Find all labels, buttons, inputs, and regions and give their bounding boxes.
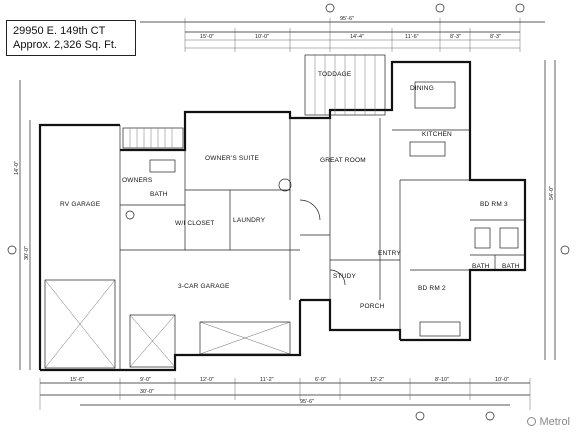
svg-text:95'-6": 95'-6" (300, 399, 314, 405)
svg-text:8'-3": 8'-3" (450, 34, 461, 40)
room-label-dining: DINING (410, 85, 434, 92)
watermark-text: Metrol (539, 416, 570, 428)
address-info-box: 29950 E. 149th CT Approx. 2,326 Sq. Ft. (6, 20, 136, 56)
square-footage-text: Approx. 2,326 Sq. Ft. (13, 39, 117, 51)
room-label-walk-in-closet: W/I CLOSET (175, 220, 215, 227)
room-label-bath: BATH (472, 263, 490, 270)
room-label-owners-suite: OWNER'S SUITE (205, 155, 260, 162)
room-label-entry: ENTRY (378, 250, 401, 257)
svg-text:54'-0": 54'-0" (549, 186, 555, 200)
svg-text:11'-6": 11'-6" (405, 34, 419, 40)
svg-text:6'-0": 6'-0" (315, 377, 326, 383)
garage-doors (44, 279, 291, 369)
svg-text:12'-0": 12'-0" (200, 377, 214, 383)
fixtures (125, 81, 519, 337)
svg-text:30'-0": 30'-0" (140, 389, 154, 395)
deck-boards (304, 54, 386, 116)
room-label-rv-garage: RV GARAGE (60, 201, 101, 208)
top-dimension-lines: 95'-6" 15'-0" 10'-0" 14'-4" 11'-6" 8'-3"… (140, 16, 545, 52)
svg-text:12'-2": 12'-2" (370, 377, 384, 383)
svg-text:8'-10": 8'-10" (435, 377, 449, 383)
room-label-owners-bath-2: BATH (150, 191, 168, 198)
room-label-bath-2: BATH (502, 263, 520, 270)
svg-text:95'-6": 95'-6" (340, 16, 354, 22)
bottom-dimension-lines: 15'-6" 9'-0" 12'-0" 11'-2" 6'-0" 12'-2" … (39, 377, 531, 410)
svg-text:15'-6": 15'-6" (70, 377, 84, 383)
svg-text:10'-0": 10'-0" (495, 377, 509, 383)
stairs (122, 127, 184, 149)
svg-text:11'-2": 11'-2" (260, 377, 274, 383)
svg-text:15'-0": 15'-0" (200, 34, 214, 40)
room-label-owners-bath-1: OWNERS (122, 177, 153, 184)
svg-text:9'-0": 9'-0" (140, 377, 151, 383)
copyright-icon (527, 417, 537, 426)
room-label-great-room: GREAT ROOM (320, 157, 366, 164)
room-label-kitchen: KITCHEN (422, 131, 452, 138)
room-label-porch: PORCH (360, 303, 385, 310)
svg-text:8'-3": 8'-3" (490, 34, 501, 40)
svg-text:10'-0": 10'-0" (255, 34, 269, 40)
room-label-study: STUDY (333, 273, 356, 280)
side-dimension-lines: 14'-0" 30'-0" 54'-0" (7, 3, 570, 421)
svg-text:30'-0": 30'-0" (24, 246, 30, 260)
room-label-bdrm3: BD RM 3 (480, 201, 508, 208)
room-labels: TODDAGE DINING KITCHEN OWNER'S SUITE GRE… (60, 71, 520, 310)
room-label-laundry: LAUNDRY (233, 217, 266, 224)
address-text: 29950 E. 149th CT (13, 25, 106, 37)
svg-text:14'-4": 14'-4" (350, 34, 364, 40)
room-label-toddage: TODDAGE (318, 71, 352, 78)
room-label-bdrm2: BD RM 2 (418, 285, 446, 292)
watermark: Metrol (527, 416, 570, 428)
svg-text:14'-0": 14'-0" (14, 161, 20, 175)
interior-walls (119, 118, 525, 370)
room-label-garage3: 3-CAR GARAGE (178, 283, 230, 290)
